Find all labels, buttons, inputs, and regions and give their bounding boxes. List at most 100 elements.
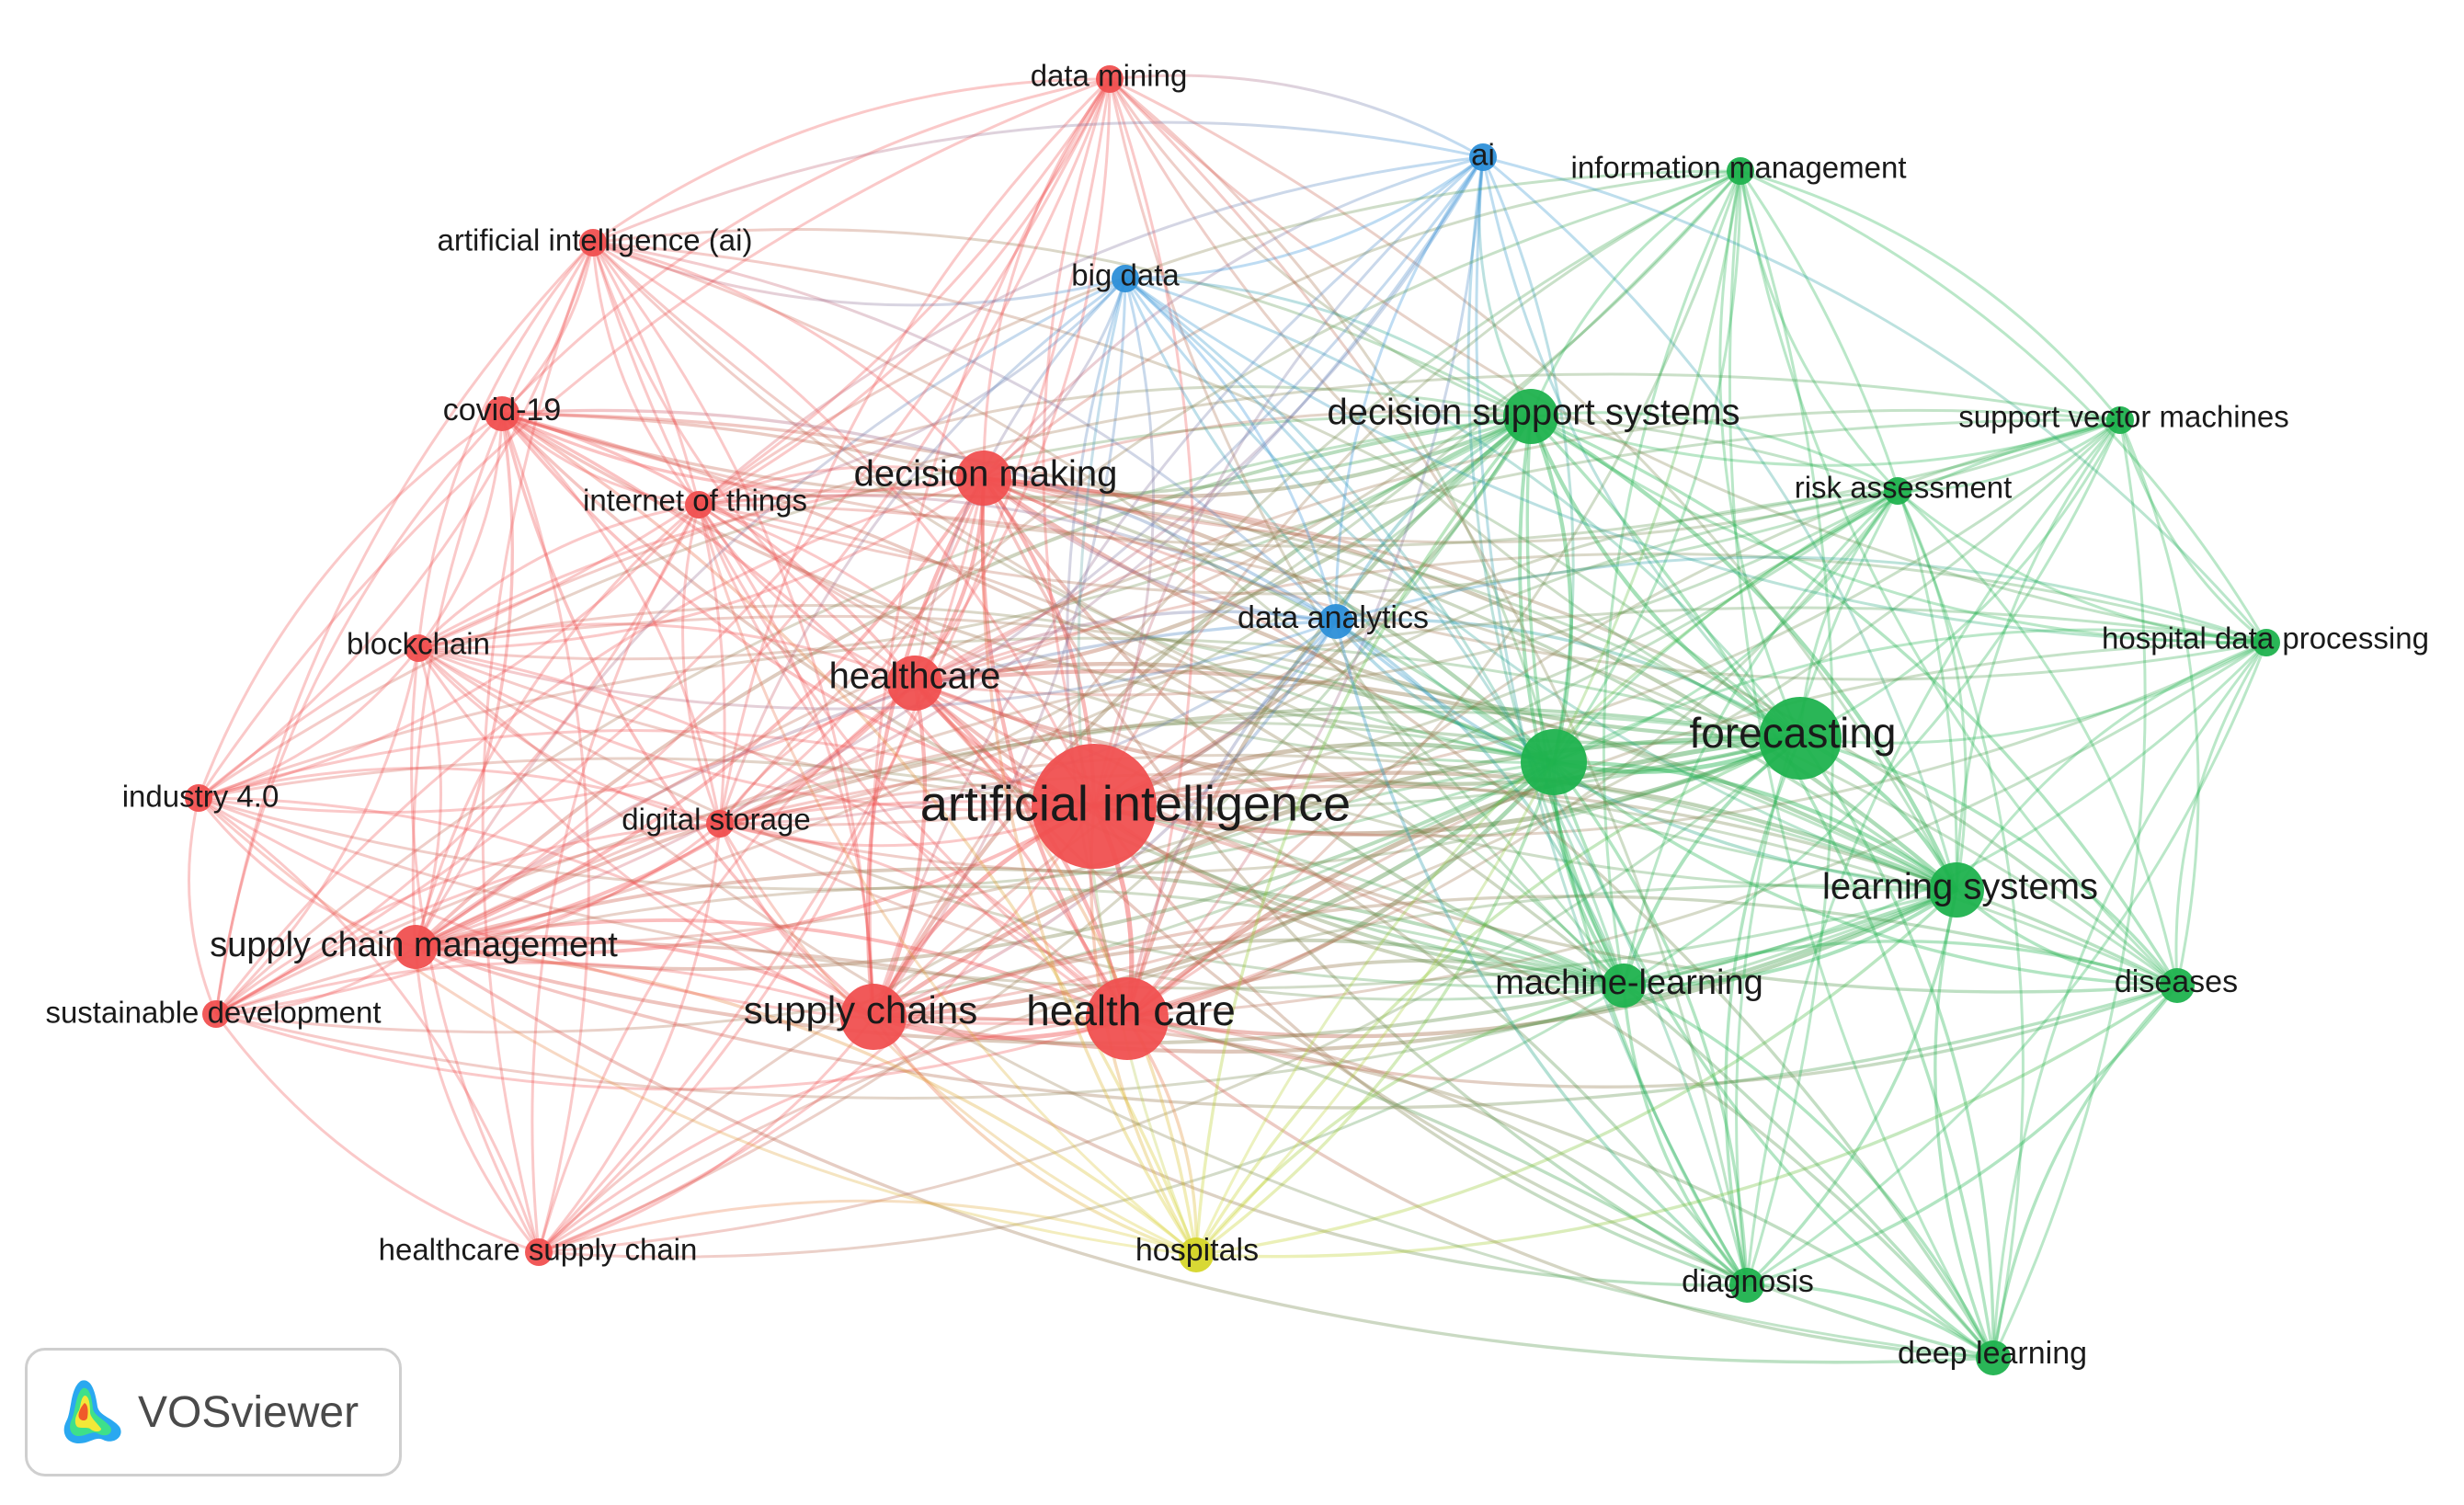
- network-edge: [1746, 984, 2179, 1287]
- node-covid19[interactable]: [485, 396, 519, 431]
- network-edge: [1740, 169, 2268, 644]
- node-learning-systems[interactable]: [1929, 862, 1984, 918]
- network-edge: [415, 945, 1994, 1364]
- network-edge: [982, 476, 1337, 623]
- network-edge: [1553, 759, 1958, 892]
- network-edge: [414, 620, 1337, 949]
- node-deep-learning[interactable]: [1976, 1340, 2011, 1375]
- network-edge: [415, 489, 1899, 949]
- node-label-deep-learning: deep learning: [1898, 1336, 2087, 1371]
- network-edge: [914, 668, 1958, 892]
- network-edge: [873, 1015, 1994, 1360]
- network-edge: [414, 277, 1126, 948]
- network-edge: [1124, 277, 1532, 418]
- node-label-learning-systems: learning systems: [1822, 867, 2098, 907]
- network-edge: [417, 646, 1095, 812]
- node-data-analytics[interactable]: [1318, 604, 1353, 639]
- node-healthcare[interactable]: [887, 656, 942, 711]
- node-support-vector-machines[interactable]: [2106, 406, 2134, 434]
- network-edge: [537, 477, 986, 1254]
- network-edge: [698, 277, 1127, 507]
- network-edge: [1124, 277, 1338, 622]
- node-information-management[interactable]: [1727, 157, 1754, 185]
- node-label-artificial-intelligence-ai: artificial intelligence (ai): [438, 223, 753, 257]
- network-edge: [591, 242, 1128, 1020]
- network-edge: [1335, 555, 2267, 644]
- network-edge: [1530, 411, 1899, 493]
- node-big-data[interactable]: [1112, 265, 1139, 292]
- node-label-healthcare: healthcare: [829, 656, 1001, 697]
- network-edge: [1799, 641, 2267, 745]
- network-edge: [188, 797, 218, 1015]
- network-edge: [198, 503, 701, 800]
- node-machine-learning[interactable]: [1602, 963, 1646, 1008]
- network-edge: [214, 1013, 540, 1254]
- node-artificial-intelligence-ai[interactable]: [579, 229, 607, 257]
- node-hospital-data-processing[interactable]: [2253, 629, 2280, 656]
- node-label-diseases: diseases: [2115, 964, 2238, 999]
- node-label-sustainable-development: sustainable development: [45, 996, 381, 1030]
- network-edge: [537, 823, 722, 1253]
- network-edge: [1335, 620, 1626, 986]
- network-edge: [1623, 641, 2268, 987]
- node-decision-making[interactable]: [956, 450, 1011, 506]
- network-edge: [1109, 74, 1484, 159]
- network-edge: [215, 961, 874, 1019]
- node-ai[interactable]: [1469, 143, 1497, 171]
- network-edge: [983, 476, 2267, 681]
- node-internet-of-things[interactable]: [685, 491, 713, 519]
- node-supply-chains[interactable]: [840, 984, 907, 1050]
- network-edge: [411, 242, 595, 948]
- network-edge: [481, 242, 595, 1253]
- network-edge: [592, 241, 986, 479]
- network-edge: [698, 503, 2178, 987]
- network-edge: [417, 372, 2121, 650]
- network-edges: [188, 74, 2268, 1364]
- network-edge: [1194, 761, 1556, 1257]
- network-edge: [537, 78, 1112, 1254]
- node-diagnosis[interactable]: [1729, 1268, 1764, 1303]
- network-edge: [983, 169, 1741, 480]
- node-risk-assessment[interactable]: [1884, 477, 1911, 505]
- network-edge: [718, 823, 1197, 1257]
- network-edge: [500, 77, 1111, 416]
- network-edge: [591, 242, 701, 506]
- network-edge: [501, 412, 1198, 1256]
- network-edge: [198, 242, 595, 800]
- network-edge: [415, 169, 1742, 949]
- node-industry40[interactable]: [185, 784, 212, 812]
- network-edge: [1991, 984, 2179, 1359]
- network-edge: [982, 477, 1748, 1287]
- node-unlabeled-green[interactable]: [1521, 729, 1587, 795]
- node-diseases[interactable]: [2160, 968, 2195, 1003]
- node-data-mining[interactable]: [1096, 65, 1124, 93]
- node-sustainable-development[interactable]: [202, 1000, 230, 1028]
- node-digital-storage[interactable]: [706, 810, 734, 838]
- network-edge: [197, 797, 416, 949]
- node-label-risk-assessment: risk assessment: [1795, 471, 2013, 505]
- network-edge: [1124, 155, 1484, 280]
- network-edge: [538, 1199, 1197, 1257]
- network-edge: [1126, 1017, 1749, 1287]
- node-blockchain[interactable]: [405, 634, 432, 662]
- network-edge: [197, 77, 1111, 799]
- network-edge: [1124, 277, 1626, 986]
- node-supply-chain-management[interactable]: [394, 925, 438, 969]
- network-edge: [719, 736, 1801, 874]
- node-decision-support-systems[interactable]: [1503, 389, 1558, 444]
- node-hospitals[interactable]: [1179, 1237, 1214, 1272]
- network-edge: [538, 1017, 1128, 1254]
- node-forecasting[interactable]: [1759, 697, 1842, 780]
- network-edge: [698, 489, 1899, 596]
- network-edge: [416, 242, 595, 649]
- node-healthcare-supply-chain[interactable]: [525, 1238, 553, 1266]
- network-edge: [1194, 984, 1625, 1257]
- network-edge: [1066, 278, 1129, 1020]
- network-edge: [872, 278, 1127, 1018]
- node-label-artificial-intelligence: artificial intelligence: [920, 776, 1351, 831]
- node-artificial-intelligence[interactable]: [1032, 744, 1157, 869]
- node-label-decision-support-systems: decision support systems: [1327, 393, 1740, 433]
- network-edge: [1108, 77, 2267, 644]
- network-edge: [198, 796, 541, 1253]
- node-health-care[interactable]: [1086, 977, 1169, 1060]
